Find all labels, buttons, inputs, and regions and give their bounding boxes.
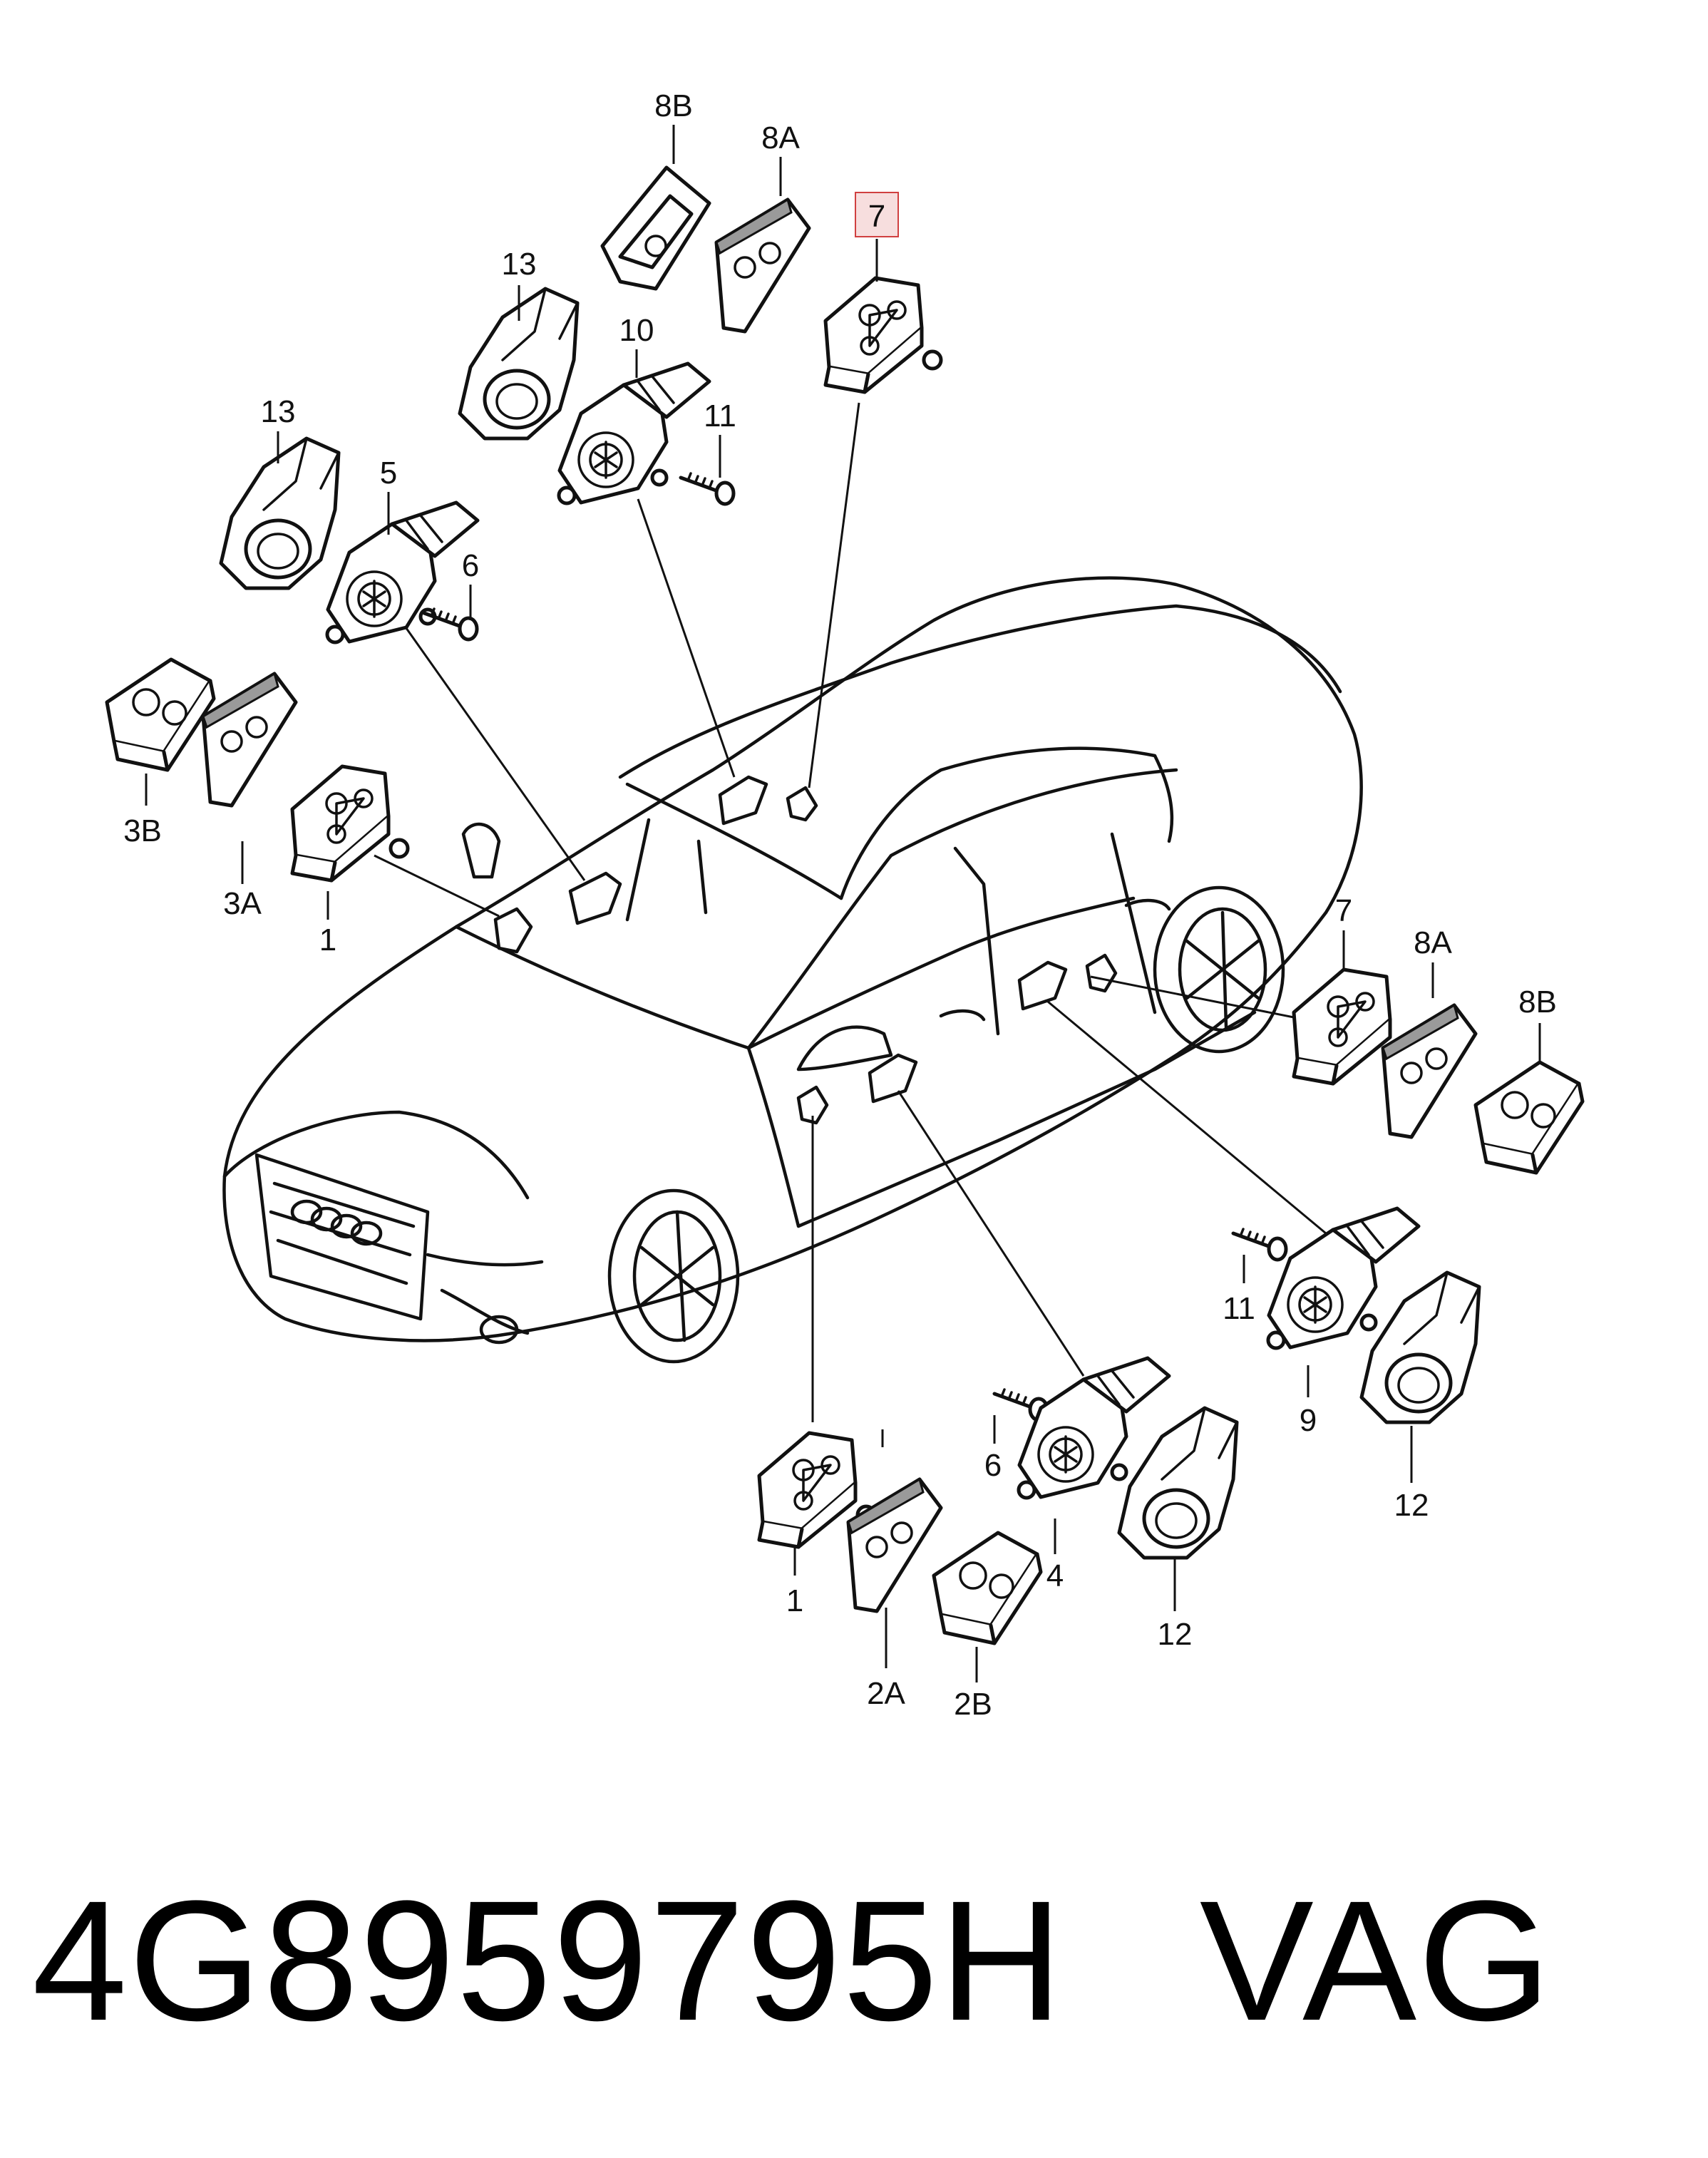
callout-10: 10 (619, 313, 654, 348)
callout-2B: 2B (954, 1687, 992, 1722)
part-2B (934, 1533, 1041, 1643)
part-11-screw-right (1233, 1229, 1286, 1260)
callout-13-top: 13 (502, 247, 537, 282)
part-13-left (221, 438, 339, 588)
callout-6-top: 6 (462, 548, 479, 583)
part-2A (848, 1479, 941, 1611)
marker-motor-front-left (568, 871, 622, 925)
callout-6-bottom: 6 (984, 1448, 1002, 1483)
callout-3A: 3A (223, 886, 262, 921)
part-number: 4G8959795H (32, 1865, 1064, 2056)
part-12-bottom (1119, 1408, 1237, 1558)
callout-11-right: 11 (1223, 1291, 1255, 1326)
callout-8A-right: 8A (1414, 925, 1452, 960)
part-8B-right (1476, 1062, 1583, 1173)
part-8B-top (600, 165, 711, 291)
brand-name: VAG (1199, 1865, 1553, 2056)
callout-1-left: 1 (319, 923, 336, 957)
marker-unit-rear-right (1085, 953, 1118, 993)
leader-lines (374, 402, 1327, 1447)
marker-motor-front-right (868, 1053, 918, 1104)
callout-3B: 3B (123, 813, 162, 848)
part-8A-right (1383, 1005, 1476, 1137)
marker-unit-rear-left (786, 786, 818, 822)
part-10-motor (559, 364, 709, 503)
callout-8A-top: 8A (761, 120, 800, 155)
callout-9: 9 (1300, 1403, 1317, 1438)
callout-8B-right: 8B (1518, 985, 1557, 1019)
marker-unit-front-right (796, 1085, 829, 1125)
highlight-box (855, 192, 899, 237)
part-8A-top (716, 200, 809, 332)
part-7-top (825, 278, 941, 392)
marker-unit-front-left (493, 907, 533, 954)
callout-5: 5 (380, 456, 397, 490)
marker-motor-rear-right (1017, 960, 1068, 1011)
marker-motor-rear-left (718, 775, 768, 826)
part-3A (203, 674, 296, 806)
part-5-motor (327, 503, 478, 642)
part-3B (107, 659, 214, 770)
callout-7-top: 7 (868, 199, 885, 234)
callout-4: 4 (1046, 1558, 1064, 1593)
callout-ticks (145, 125, 1541, 1682)
callout-12-right: 12 (1394, 1488, 1429, 1523)
callout-7-right: 7 (1335, 893, 1352, 928)
callout-2A: 2A (867, 1676, 905, 1711)
callout-1-bottom: 1 (786, 1583, 803, 1618)
car-body-outline (222, 576, 1363, 1364)
callout-8B-top: 8B (654, 88, 693, 123)
part-12-right (1362, 1273, 1479, 1422)
part-11-screw-top (681, 473, 734, 504)
callout-labels: 8B 8A 7 13 10 11 13 5 6 3B 3A 1 7 8A 8B … (123, 88, 1557, 1722)
callout-13-left: 13 (261, 394, 296, 429)
car-location-markers (493, 775, 1118, 1125)
callout-12-bottom: 12 (1158, 1617, 1193, 1652)
callout-11-top: 11 (704, 399, 736, 433)
